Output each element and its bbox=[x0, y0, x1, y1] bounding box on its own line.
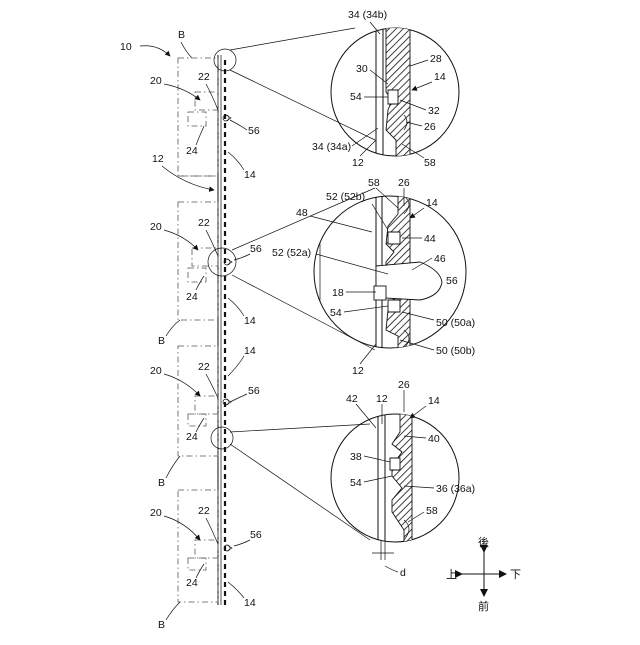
label-B-4: B bbox=[158, 619, 165, 631]
label-B-3: B bbox=[158, 477, 165, 489]
label-mid-54: 54 bbox=[330, 307, 342, 319]
label-mid-52b: 52 (52b) bbox=[326, 191, 365, 203]
label-top-12: 12 bbox=[352, 157, 364, 169]
label-bot-26: 26 bbox=[398, 379, 410, 391]
label-knob-3: 56 bbox=[248, 385, 260, 397]
label-bot-14: 14 bbox=[428, 395, 440, 407]
label-bracket-3: 20 bbox=[150, 365, 162, 377]
label-arm-1: 22 bbox=[198, 71, 210, 83]
label-strip-4: 14 bbox=[244, 597, 256, 609]
compass-up: 後 bbox=[478, 535, 489, 549]
detail-bot: 26 42 12 14 40 38 54 36 (36a) 58 d bbox=[331, 379, 475, 579]
label-top-14: 14 bbox=[434, 71, 446, 83]
label-mid-52a: 52 (52a) bbox=[272, 247, 311, 259]
label-mid-48: 48 bbox=[296, 207, 308, 219]
label-mid-14: 14 bbox=[426, 197, 438, 209]
compass-left: 上 bbox=[446, 568, 457, 581]
label-base-4: 24 bbox=[186, 577, 198, 589]
label-top-26: 26 bbox=[424, 121, 436, 133]
compass-down: 前 bbox=[478, 599, 489, 613]
label-assembly: 10 bbox=[120, 41, 132, 53]
label-top-32: 32 bbox=[428, 105, 440, 117]
label-knob-4: 56 bbox=[250, 529, 262, 541]
label-top-34b: 34 (34b) bbox=[348, 9, 387, 21]
label-bracket-1: 20 bbox=[150, 75, 162, 87]
label-mid-12: 12 bbox=[352, 365, 364, 377]
label-top-34a: 34 (34a) bbox=[312, 141, 351, 153]
label-mid-44: 44 bbox=[424, 233, 436, 245]
direction-compass: 後 前 上 下 bbox=[446, 535, 521, 613]
label-base-3: 24 bbox=[186, 431, 198, 443]
label-bot-12: 12 bbox=[376, 393, 388, 405]
label-top-54: 54 bbox=[350, 91, 362, 103]
detail-mid: 58 26 52 (52b) 14 48 44 52 (52a) 46 56 1… bbox=[272, 177, 475, 377]
label-mid-18: 18 bbox=[332, 287, 344, 299]
label-strip-2: 14 bbox=[244, 315, 256, 327]
label-top-28: 28 bbox=[430, 53, 442, 65]
label-top-30: 30 bbox=[356, 63, 368, 75]
label-mid-26: 26 bbox=[398, 177, 410, 189]
label-base-1: 24 bbox=[186, 145, 198, 157]
label-bot-36a: 36 (36a) bbox=[436, 483, 475, 495]
label-bot-54: 54 bbox=[350, 477, 362, 489]
label-mid-56: 56 bbox=[446, 275, 458, 287]
label-strip-1: 14 bbox=[244, 169, 256, 181]
label-d: d bbox=[400, 567, 406, 579]
label-bracket-2: 20 bbox=[150, 221, 162, 233]
label-arm-4: 22 bbox=[198, 505, 210, 517]
detail-marker-bot bbox=[211, 427, 233, 449]
label-bot-38: 38 bbox=[350, 451, 362, 463]
label-mid-50b: 50 (50b) bbox=[436, 345, 475, 357]
label-bot-58: 58 bbox=[426, 505, 438, 517]
label-arm-3: 22 bbox=[198, 361, 210, 373]
label-knob-1: 56 bbox=[248, 125, 260, 137]
label-bot-40: 40 bbox=[428, 433, 440, 445]
label-mid-50a: 50 (50a) bbox=[436, 317, 475, 329]
compass-right: 下 bbox=[510, 568, 521, 581]
label-mid-46: 46 bbox=[434, 253, 446, 265]
label-bot-42: 42 bbox=[346, 393, 358, 405]
label-rail: 12 bbox=[152, 153, 164, 165]
label-mid-58: 58 bbox=[368, 177, 380, 189]
label-base-2: 24 bbox=[186, 291, 198, 303]
label-bracket-4: 20 bbox=[150, 507, 162, 519]
label-knob-2: 56 bbox=[250, 243, 262, 255]
label-top-58: 58 bbox=[424, 157, 436, 169]
label-B-2: B bbox=[158, 335, 165, 347]
label-strip-3: 14 bbox=[244, 345, 256, 357]
detail-top: 34 (34b) 28 30 14 54 32 26 34 (34a) 12 5… bbox=[312, 9, 459, 169]
label-arm-2: 22 bbox=[198, 217, 210, 229]
label-B-1: B bbox=[178, 29, 185, 41]
